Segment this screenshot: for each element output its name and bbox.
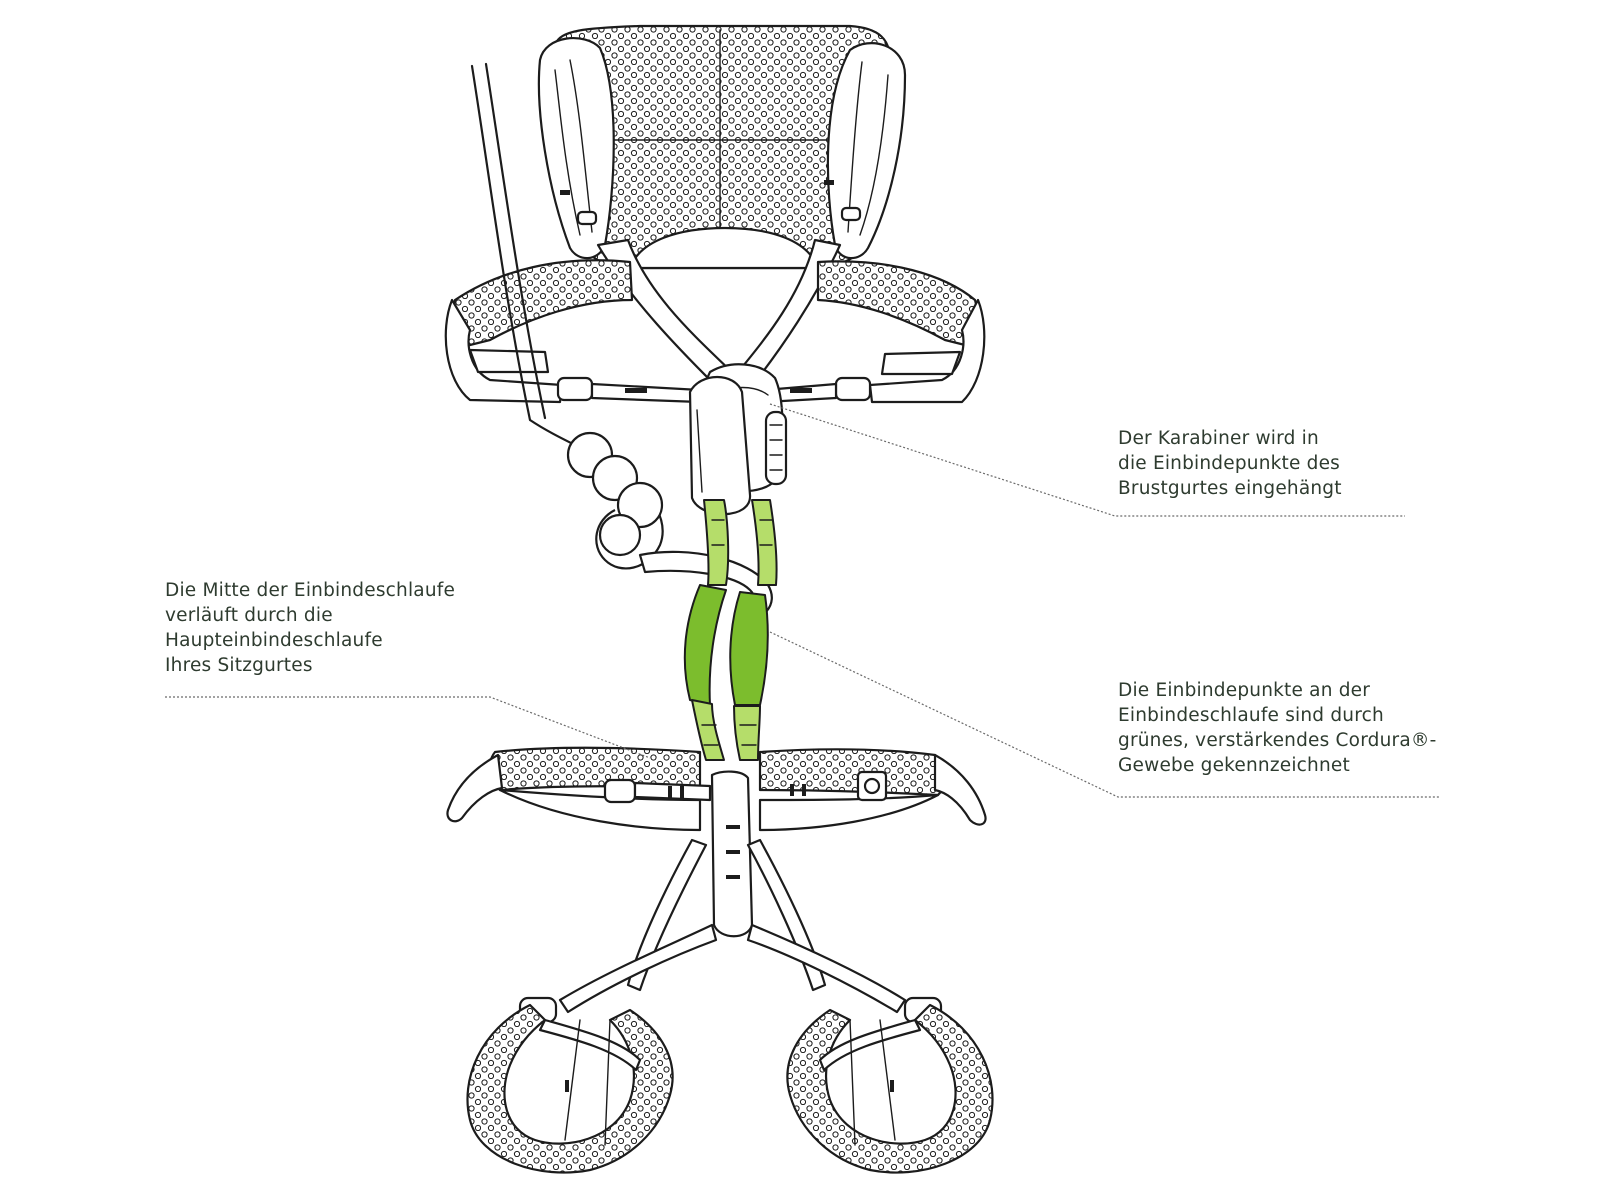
rope-knot-illustration bbox=[470, 62, 773, 624]
leader-tie-in-middle bbox=[165, 696, 651, 759]
callout-line: grünes, verstärkendes Cordura®- bbox=[1118, 730, 1437, 751]
callout-line: Einbindeschlaufe sind durch bbox=[1118, 705, 1384, 726]
callout-carabiner: Der Karabiner wird in die Einbindepunkte… bbox=[1118, 426, 1342, 501]
leader-carabiner bbox=[769, 403, 1405, 517]
callout-line: Haupteinbindeschlaufe bbox=[165, 630, 383, 651]
callout-line: Die Mitte der Einbindeschlaufe bbox=[165, 580, 456, 601]
callout-line: Die Einbindepunkte an der bbox=[1118, 680, 1371, 701]
callout-line: Ihres Sitzgurtes bbox=[165, 655, 313, 676]
tie-in-loop-illustration bbox=[683, 499, 778, 761]
callout-line: Der Karabiner wird in bbox=[1118, 428, 1319, 449]
callout-line: Gewebe gekennzeichnet bbox=[1118, 755, 1350, 776]
callout-tie-in-points: Die Einbindepunkte an der Einbindeschlau… bbox=[1118, 678, 1436, 778]
sit-harness-illustration bbox=[446, 746, 994, 1174]
leader-lines bbox=[165, 403, 1440, 798]
callout-line: Brustgurtes eingehängt bbox=[1118, 478, 1342, 499]
leader-tie-in-points bbox=[769, 631, 1440, 798]
callout-tie-in-middle: Die Mitte der Einbindeschlaufe verläuft … bbox=[165, 578, 455, 678]
chest-harness-illustration bbox=[444, 24, 986, 493]
carabiner-illustration bbox=[688, 376, 788, 516]
callout-line: die Einbindepunkte des bbox=[1118, 453, 1341, 474]
callout-line: verläuft durch die bbox=[165, 605, 333, 626]
